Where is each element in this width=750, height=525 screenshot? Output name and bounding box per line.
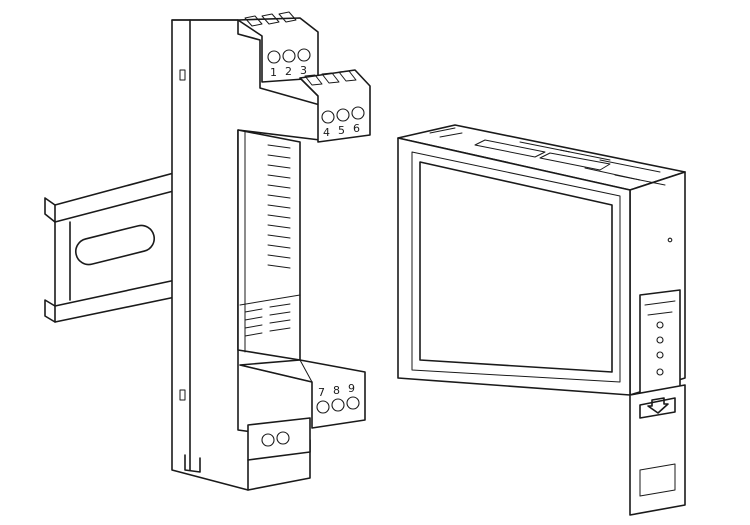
slide-latch [639,289,681,401]
vent-grille [239,294,301,337]
terminal-number-1: 1 [270,66,277,79]
terminal-number-3: 3 [300,64,307,77]
top-vents [429,127,666,186]
latch-screw-4 [656,368,664,376]
terminal-screw-5 [336,108,350,122]
terminal-screw-4 [321,110,335,124]
terminal-screw-1 [267,50,281,64]
terminal-number-8: 8 [333,384,340,397]
terminal-number-6: 6 [353,122,360,135]
terminal-screw-9 [346,396,360,410]
terminal-screw-8 [331,398,345,412]
terminal-block-bottom: 7 8 9 [239,359,366,429]
terminal-block-middle: 4 5 6 [299,69,371,143]
terminal-screw-lower-2 [276,431,290,445]
latch-screw-2 [656,336,664,344]
terminal-screw-3 [297,48,311,62]
terminal-number-2: 2 [285,65,292,78]
latch-screw-1 [656,321,664,329]
terminal-screw-lower-1 [261,433,275,447]
terminal-number-5: 5 [338,124,345,137]
terminal-number-4: 4 [323,126,330,139]
latch-slot-top [179,69,186,81]
terminal-number-7: 7 [318,386,325,399]
terminal-block-lower [247,417,311,491]
rail-slot [75,224,155,266]
terminal-screw-6 [351,106,365,120]
module-housing [171,19,321,491]
side-ribs [267,144,291,269]
terminal-screw-7 [316,400,330,414]
slide-tab [629,384,686,516]
terminal-screw-2 [282,49,296,63]
indicator-dot [667,237,673,243]
front-label-panel [419,161,613,373]
tab-label-area [639,463,676,497]
latch-slot-bottom [179,389,186,401]
latch-screw-3 [656,351,664,359]
terminal-number-9: 9 [348,382,355,395]
down-arrow-icon [647,397,669,414]
